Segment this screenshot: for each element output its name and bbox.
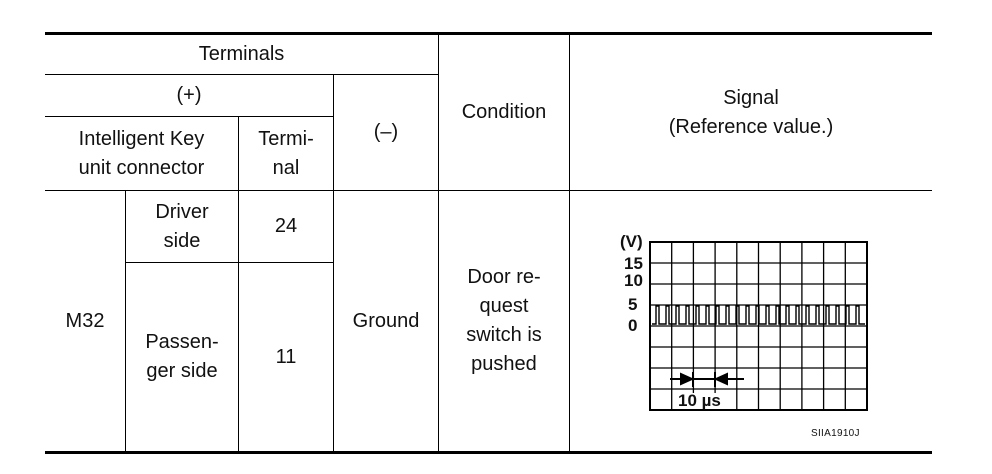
- time-span-arrows: [670, 372, 744, 387]
- time-division-label: 10 µs: [676, 391, 723, 410]
- col-rule-connector: [125, 190, 126, 452]
- table-bottom-rule: [45, 451, 932, 454]
- header-plus: (+): [176, 84, 202, 106]
- header-condition: Condition: [461, 101, 547, 123]
- figure-id: SIIA1910J: [811, 428, 860, 439]
- col-rule-signal: [569, 35, 570, 452]
- cell-passenger-side: Passen- ger side: [145, 331, 219, 382]
- header-minus: (–): [373, 121, 399, 143]
- signal-waveform: [652, 305, 865, 325]
- col-rule-terminal: [238, 116, 239, 452]
- y-unit-label: (V): [620, 232, 643, 251]
- header-terminals: Terminals: [198, 43, 285, 65]
- cell-connector-m32: M32: [65, 309, 105, 332]
- y-tick-10: 10: [624, 271, 643, 290]
- cell-terminal-11: 11: [275, 345, 297, 368]
- col-rule-condition: [438, 35, 439, 452]
- y-tick-15: 15: [624, 254, 643, 273]
- y-tick-5: 5: [628, 295, 638, 314]
- cell-terminal-24: 24: [274, 215, 298, 237]
- header-signal: Signal (Reference value.): [668, 86, 834, 138]
- table-top-rule: [45, 32, 932, 35]
- cell-condition: Door re- quest switch is pushed: [466, 266, 542, 375]
- col-rule-minus: [333, 74, 334, 452]
- cell-ground: Ground: [352, 309, 420, 332]
- rule-under-terminals: [45, 74, 439, 75]
- row-divider: [125, 262, 333, 263]
- header-terminal: Termi- nal: [258, 127, 314, 179]
- header-connector: Intelligent Key unit connector: [78, 127, 205, 179]
- header-bottom-rule: [45, 190, 932, 191]
- cell-driver-side: Driver side: [155, 200, 209, 252]
- rule-under-plus: [45, 116, 333, 117]
- y-tick-0: 0: [628, 316, 638, 335]
